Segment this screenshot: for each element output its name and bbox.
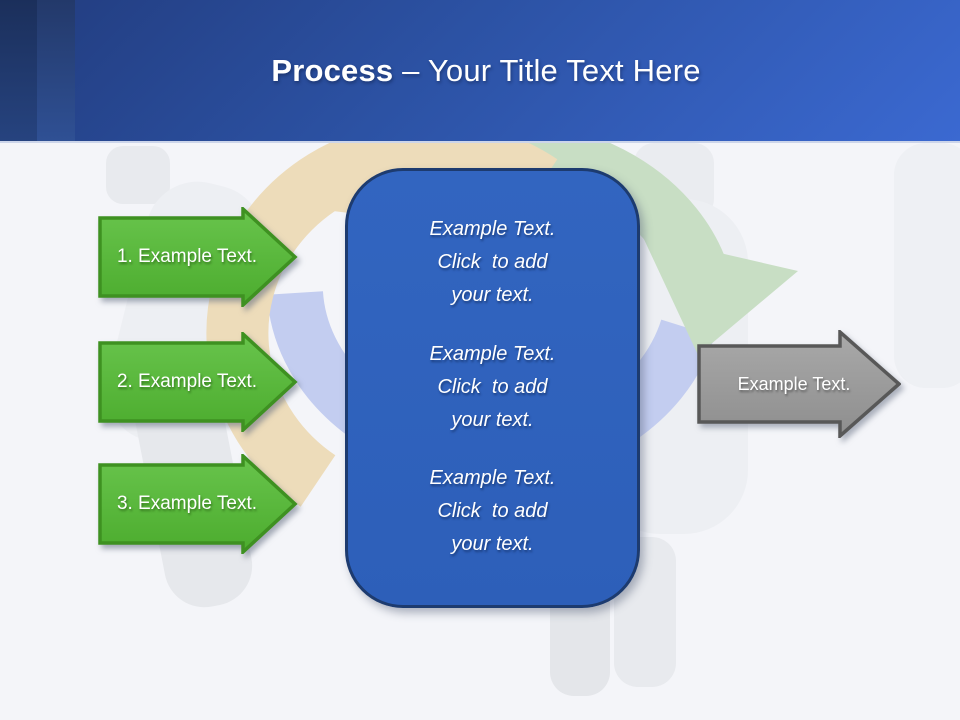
green-arrow-shape — [98, 454, 298, 554]
header-accent-stripe-medium — [37, 0, 75, 141]
header-accent-stripe-dark — [0, 0, 37, 141]
title-subtext: – Your Title Text Here — [393, 52, 701, 88]
center-text-panel[interactable]: Example Text. Click to add your text. Ex… — [345, 168, 640, 608]
output-arrow[interactable]: Example Text. — [697, 330, 901, 438]
step-arrow-2[interactable]: 2. Example Text. — [98, 332, 298, 432]
slide-header: Process – Your Title Text Here — [0, 0, 960, 143]
step-label-3: 3. Example Text. — [116, 493, 258, 514]
step-arrow-1[interactable]: 1. Example Text. — [98, 207, 298, 307]
page-title[interactable]: Process – Your Title Text Here — [271, 53, 700, 89]
step-label-1: 1. Example Text. — [116, 246, 258, 267]
panel-paragraph-3[interactable]: Example Text. Click to add your text. — [429, 467, 556, 555]
output-arrow-label: Example Text. — [737, 373, 851, 394]
panel-paragraph-2[interactable]: Example Text. Click to add your text. — [429, 342, 556, 431]
cycle-arrowhead-green — [642, 235, 798, 355]
green-arrow-shape — [98, 332, 298, 432]
step-label-2: 2. Example Text. — [116, 371, 258, 392]
title-keyword: Process — [271, 52, 394, 88]
panel-paragraph-1[interactable]: Example Text. Click to add your text. — [429, 218, 556, 306]
step-arrow-3[interactable]: 3. Example Text. — [98, 454, 298, 554]
green-arrow-shape — [98, 207, 298, 307]
gray-arrow-shape — [697, 330, 901, 438]
